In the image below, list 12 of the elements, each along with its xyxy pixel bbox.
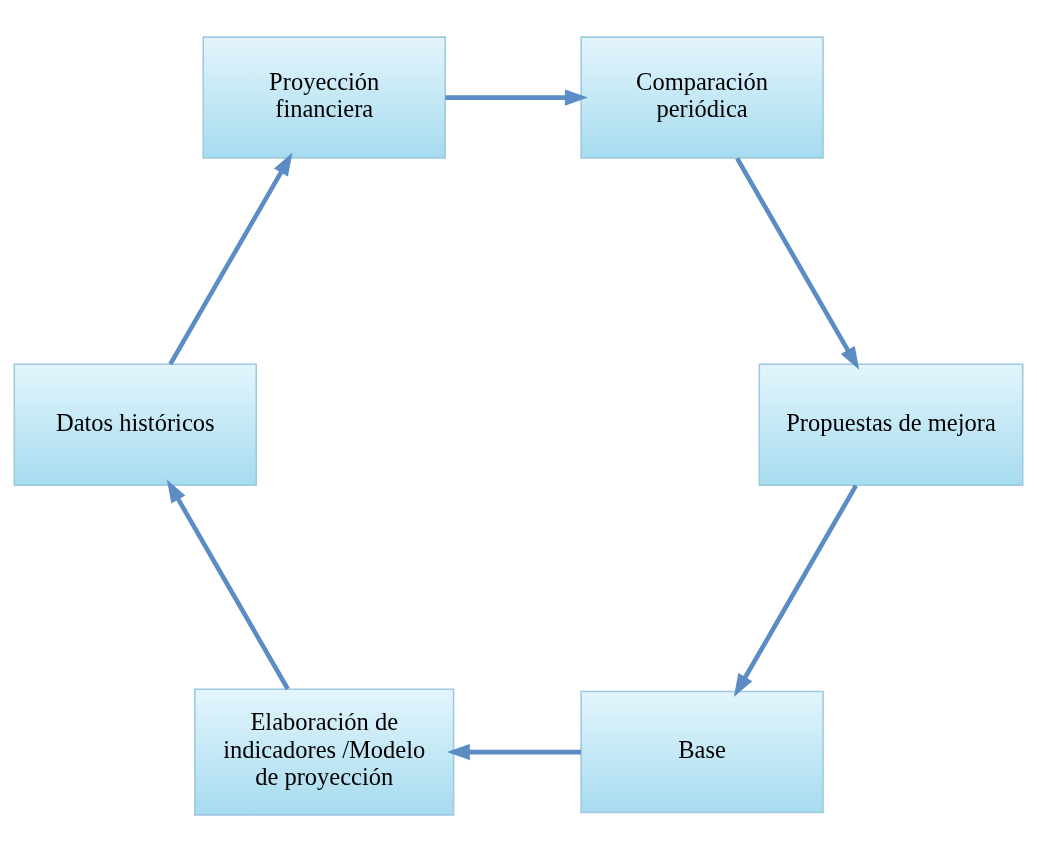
arrow [445,89,588,106]
arrow [166,479,290,691]
node-box: Comparación periódica [580,36,824,159]
arrow [735,157,860,370]
node-box: Propuestas de mejora [758,363,1024,487]
arrow [446,744,581,761]
node-box: Proyección financiera [202,36,446,159]
node-box: Base [580,690,824,814]
node-box: Datos históricos [13,363,257,487]
arrow [733,484,858,698]
arrow [168,152,293,366]
node-box: Elaboración de indicadores /Modelo de proyección [194,688,455,816]
